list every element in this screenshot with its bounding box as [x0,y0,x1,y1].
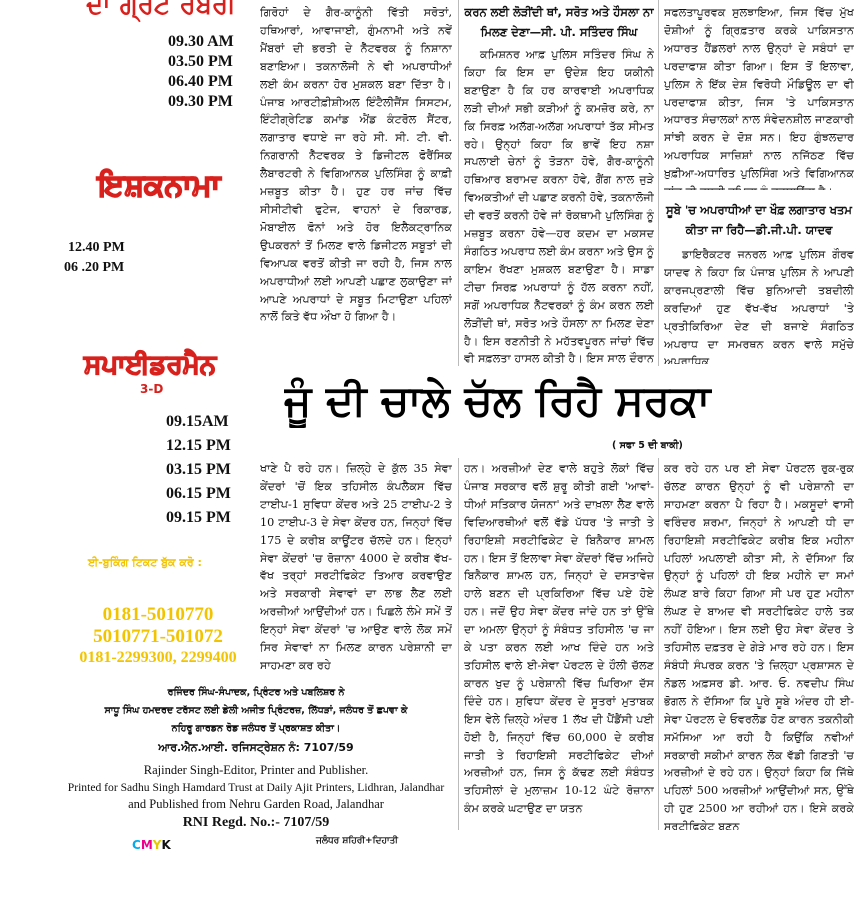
edition-label: ਜਲੰਧਰ ਸ਼ਹਿਰੀ+ਦਿਹਾਤੀ [316,836,399,846]
imprint: ਰਜਿੰਦਰ ਸਿੰਘ-ਸੰਪਾਦਕ, ਪ੍ਰਿੰਟਰ ਅਤੇ ਪਬਲਿਸ਼ਰ … [60,684,452,832]
paragraph: ਖਾਣੇ ਪੈ ਰਹੇ ਹਨ। ਜ਼ਿਲ੍ਹੇ ਦੇ ਕੁੱਲ 35 ਸੇਵਾ … [260,462,452,672]
cmyk-m: M [140,838,153,852]
article-top-col1: ਗਿਰੋਹਾਂ ਦੇ ਗੈਰ-ਕਾਨੂੰਨੀ ਵਿੱਤੀ ਸਰੋਤਾਂ, ਹਥਿ… [260,4,452,364]
showtime: 12.15 PM [166,437,231,454]
phone-number: 5010771-501072 [93,626,223,647]
booking-phones: 0181-5010770 5010771-501072 0181-2299300… [60,604,256,668]
cinema2-showtimes: 12.40 PM 06 .20 PM [64,238,154,278]
imprint-line: ਨਹਿਰੂ ਗਾਰਡਨ ਰੋਡ ਜਲੰਧਰ ਤੋਂ ਪ੍ਰਕਾਸ਼ਤ ਕੀਤਾ। [171,723,341,734]
subheading: ਸੂਬੇ 'ਚ ਅਪਰਾਧੀਆਂ ਦਾ ਖੌਫ਼ ਲਗਾਤਾਰ ਖਤਮ ਕੀਤਾ… [666,203,852,237]
paragraph: ਕਰ ਰਹੇ ਹਨ ਪਰ ਈ ਸੇਵਾ ਪੋਰਟਲ ਰੁਕ-ਰੁਕ ਚੱਲਣ ਕ… [664,462,854,830]
column-rule [458,0,459,366]
cinema3-title: ਸਪਾਈਡਰਮੈਨ [83,349,217,380]
imprint-line: ਰਜਿੰਦਰ ਸਿੰਘ-ਸੰਪਾਦਕ, ਪ੍ਰਿੰਟਰ ਅਤੇ ਪਬਲਿਸ਼ਰ … [167,687,345,698]
cmyk-y: Y [152,838,162,852]
showtime: 06.40 PM [168,73,233,90]
showtime: 03.50 PM [168,53,233,70]
rni-number: RNI Regd. No.:- 7107/59 [182,815,330,830]
article-main-col1: ਖਾਣੇ ਪੈ ਰਹੇ ਹਨ। ਜ਼ਿਲ੍ਹੇ ਦੇ ਕੁੱਲ 35 ਸੇਵਾ … [260,460,452,672]
showtime: 06.15 PM [166,485,231,502]
booking-label: ਈ-ਬੁਕਿੰਗ ਟਿਕਟ ਬੁੱਕ ਕਰੋ : [88,556,202,569]
cmyk-c: C [132,838,141,852]
cinema3-showtimes: 09.15AM 12.15 PM 03.15 PM 06.15 PM 09.15… [166,410,256,530]
article-main-col2: ਹਨ। ਅਰਜ਼ੀਆਂ ਦੇਣ ਵਾਲੇ ਬਹੁਤੇ ਲੋਕਾਂ ਵਿੱਚ ਪੰ… [464,460,654,830]
rni-number: ਆਰ.ਐਨ.ਆਈ. ਰਜਿਸਟ੍ਰੇਸ਼ਨ ਨੰ: 7107/59 [158,741,354,754]
article-top-col3b: ਡਾਇਰੈਕਟਰ ਜਨਰਲ ਆਫ਼ ਪੁਲਿਸ ਗੌਰਵ ਯਾਦਵ ਨੇ ਕਿਹ… [664,246,854,364]
paragraph: ਕਮਿਸ਼ਨਰ ਆਫ਼ ਪੁਲਿਸ ਸਤਿੰਦਰ ਸਿੰਘ ਨੇ ਕਿਹਾ ਕਿ… [464,48,654,364]
cmyk-k: K [161,838,171,852]
column-rule [658,458,659,830]
main-headline: ਜੂੰ ਦੀ ਚਾਲੇ ਚੱਲ ਰਿਹੈ ਸਰਕਾ [284,376,711,425]
column-rule [658,0,659,366]
continued-from-label: ( ਸਫਾ 5 ਦੀ ਬਾਕੀ) [612,440,683,451]
cinema1-showtimes: 09.30 AM 03.50 PM 06.40 PM 09.30 PM [168,32,258,112]
showtime: 06 .20 PM [64,260,125,275]
showtime: 09.30 PM [168,93,233,110]
phone-number: 0181-2299300, 2299400 [79,649,237,666]
phone-number: 0181-5010770 [102,604,214,625]
article-top-col3a: ਸਫਲਤਾਪੂਰਵਕ ਸੁਲਝਾਇਆ, ਜਿਸ ਵਿੱਚ ਮੁੱਖ ਦੋਸ਼ੀਆ… [664,4,854,190]
imprint-line: Rajinder Singh-Editor, Printer and Publi… [143,763,369,777]
imprint-line: Printed for Sadhu Singh Hamdard Trust at… [67,781,445,794]
paragraph: ਗਿਰੋਹਾਂ ਦੇ ਗੈਰ-ਕਾਨੂੰਨੀ ਵਿੱਤੀ ਸਰੋਤਾਂ, ਹਥਿ… [260,6,452,324]
imprint-line: and Published from Nehru Garden Road, Ja… [128,797,384,811]
article-main-col3: ਕਰ ਰਹੇ ਹਨ ਪਰ ਈ ਸੇਵਾ ਪੋਰਟਲ ਰੁਕ-ਰੁਕ ਚੱਲਣ ਕ… [664,460,854,830]
showtime: 09.15AM [166,413,229,430]
showtime: 09.15 PM [166,509,231,526]
cmyk-color-marks: CMYK [132,834,171,853]
paragraph: ਡਾਇਰੈਕਟਰ ਜਨਰਲ ਆਫ਼ ਪੁਲਿਸ ਗੌਰਵ ਯਾਦਵ ਨੇ ਕਿਹ… [664,248,854,364]
showtime: 09.30 AM [168,33,234,50]
subheading: ਕਰਨ ਲਈ ਲੋੜੀਂਦੀ ਥਾਂ, ਸਰੋਤ ਅਤੇ ਹੌਸਲਾ ਨਾ ਮਿ… [464,5,654,39]
paragraph: ਸਫਲਤਾਪੂਰਵਕ ਸੁਲਝਾਇਆ, ਜਿਸ ਵਿੱਚ ਮੁੱਖ ਦੋਸ਼ੀਆ… [664,6,854,190]
column-rule [458,458,459,830]
paragraph: ਹਨ। ਅਰਜ਼ੀਆਂ ਦੇਣ ਵਾਲੇ ਬਹੁਤੇ ਲੋਕਾਂ ਵਿੱਚ ਪੰ… [464,462,654,816]
article-top-col2: ਕਮਿਸ਼ਨਰ ਆਫ਼ ਪੁਲਿਸ ਸਤਿੰਦਰ ਸਿੰਘ ਨੇ ਕਿਹਾ ਕਿ… [464,46,654,364]
cinema1-title: ਦਾ ਗ੍ਰੇਟ ਰੌਬਰੀ [86,0,236,20]
imprint-line: ਸਾਧੂ ਸਿੰਘ ਹਮਦਰਦ ਟਰੱਸਟ ਲਈ ਡੇਲੀ ਅਜੀਤ ਪ੍ਰਿੰ… [104,705,408,716]
cinema3-format-badge: 3-D [140,382,164,396]
cinema2-title: ਇਸ਼ਕਨਾਮਾ [97,167,221,204]
showtime: 03.15 PM [166,461,231,478]
showtime: 12.40 PM [68,240,125,255]
